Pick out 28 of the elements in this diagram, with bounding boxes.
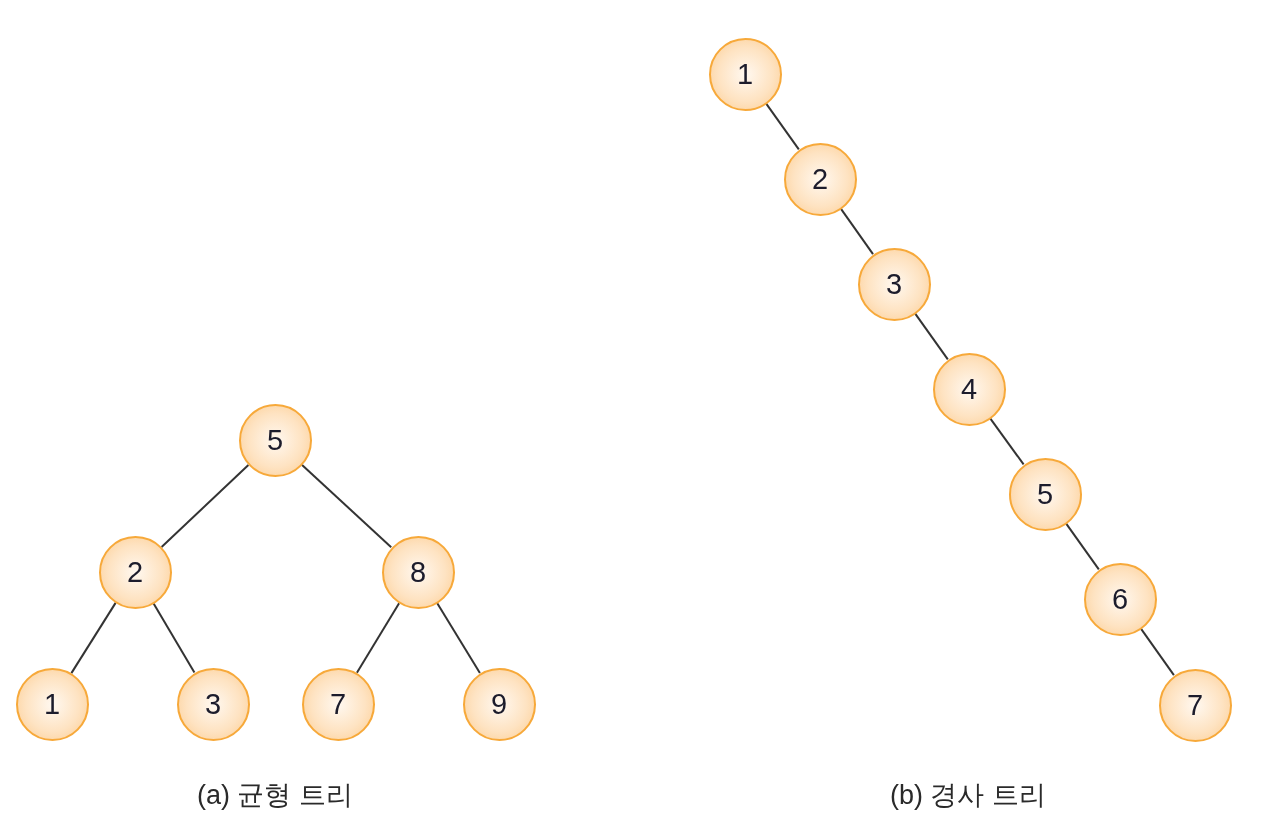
tree-node: 5 <box>238 403 312 477</box>
tree-node: 2 <box>783 142 857 216</box>
connector-line <box>152 602 196 674</box>
tree-node: 6 <box>1083 562 1157 636</box>
connector-line <box>765 102 800 151</box>
connector-line <box>989 417 1025 466</box>
tree-node: 3 <box>176 667 250 741</box>
tree-node: 2 <box>98 535 172 609</box>
tree-node: 7 <box>1158 668 1232 742</box>
tree-node: 1 <box>708 37 782 111</box>
caption: (a) 균형 트리 <box>197 779 353 812</box>
tree-node: 7 <box>301 667 375 741</box>
tree-node: 4 <box>932 352 1006 426</box>
tree-node: 5 <box>1008 457 1082 531</box>
tree-node: 3 <box>857 247 931 321</box>
connector-line <box>160 464 250 548</box>
connector-line <box>436 602 481 674</box>
connector-line <box>70 601 117 675</box>
tree-node: 8 <box>381 535 455 609</box>
connector-line <box>300 463 393 549</box>
tree-node: 1 <box>15 667 89 741</box>
caption: (b) 경사 트리 <box>890 779 1046 812</box>
connector-line <box>914 312 949 361</box>
connector-line <box>355 602 401 674</box>
connector-line <box>1065 522 1100 571</box>
connector-line <box>840 207 874 256</box>
connector-line <box>1140 627 1175 677</box>
tree-node: 9 <box>462 667 536 741</box>
